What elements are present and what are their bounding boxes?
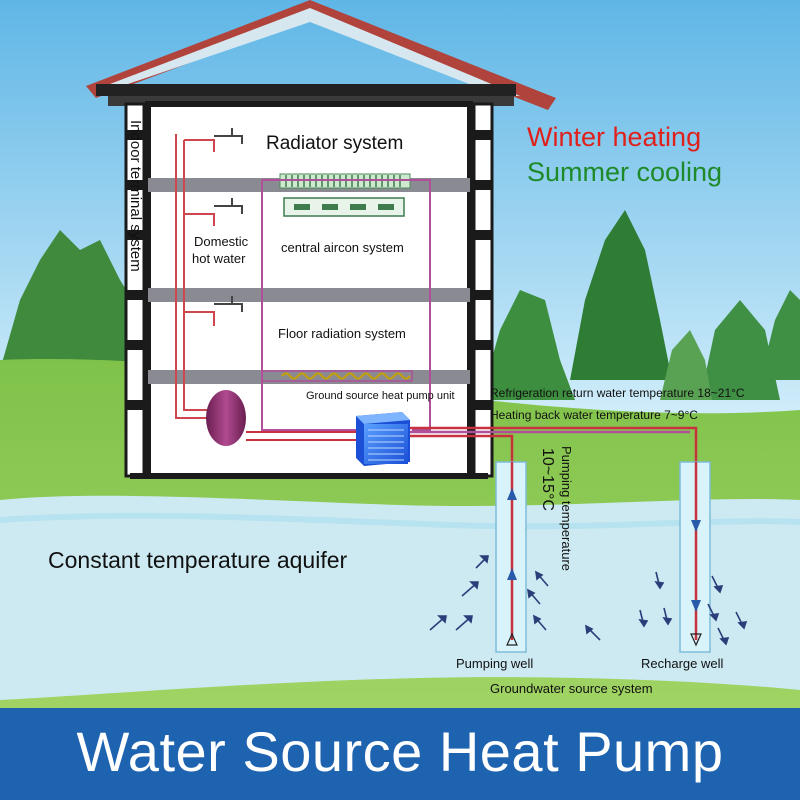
faucet-icon [214,128,243,312]
pumping-well [495,461,527,653]
winter-heating-label: Winter heating [527,122,702,152]
house-body [124,101,494,479]
aircon-unit [283,197,405,217]
indoor-pipes-purple [261,179,431,431]
aquifer [0,495,800,700]
page-title: Water Source Heat Pump [76,720,724,783]
recharge-well-label: Recharge well [641,656,724,671]
aquifer-label: Constant temperature aquifer [48,547,348,573]
domestic-hot-water-label-2: hot water [192,251,246,266]
hot-water-tank [206,390,246,446]
groundwater-flow-arrows [429,555,748,646]
indoor-terminal-label: Indoor terminal system [127,120,144,272]
pumping-temperature-value: 10~15°C [539,448,556,511]
groundwater-system-label: Groundwater source system [490,681,653,696]
floor-heating-coil [281,372,411,380]
heat-pump-unit-label: Ground source heat pump unit [306,390,455,402]
background-trees [0,210,800,400]
domestic-hot-water-label-1: Domestic [194,234,249,249]
summer-cooling-label: Summer cooling [527,157,723,187]
heating-back-label: Heating back water temperature 7~9°C [490,408,698,422]
central-aircon-label: central aircon system [281,240,404,255]
title-banner: Water Source Heat Pump [0,708,800,800]
heat-pump-unit-icon [356,412,410,466]
radiator-system-label: Radiator system [266,133,404,154]
hot-water-pipes [175,134,215,419]
pumping-temperature-label: Pumping temperature [559,446,574,572]
refrigeration-return-label: Refrigeration return water temperature 1… [490,386,745,400]
unit-pipes [246,431,356,441]
floor-radiation-label: Floor radiation system [278,326,406,341]
pumping-well-label: Pumping well [456,656,534,671]
recharge-well [679,461,711,653]
